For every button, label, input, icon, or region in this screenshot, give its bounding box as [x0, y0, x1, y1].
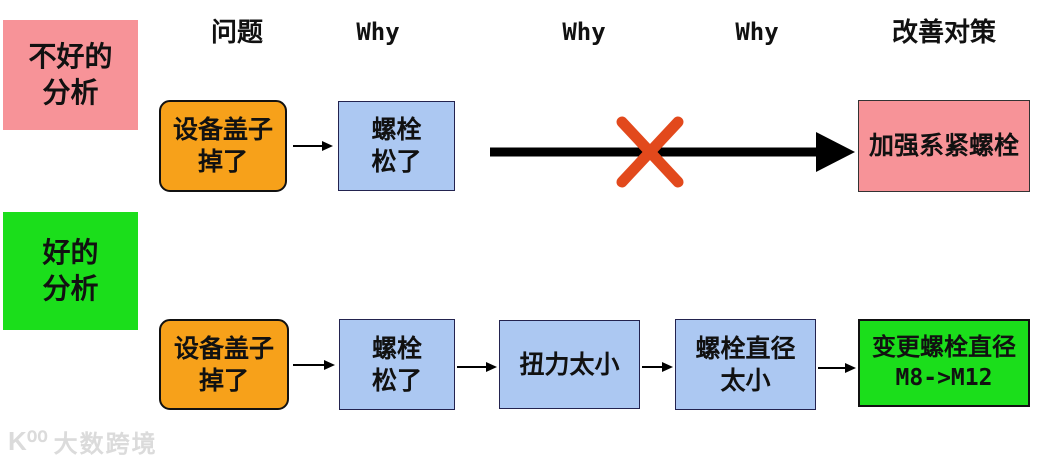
good-analysis-label: 好的 分析 — [3, 212, 138, 330]
good-why1-line1: 螺栓 — [371, 334, 422, 363]
good-problem-line1: 设备盖子 — [173, 334, 274, 363]
bad-why1-line1: 螺栓 — [371, 116, 422, 144]
watermark-logo-icon: K⁰⁰ — [8, 426, 48, 456]
arrow-icon — [818, 362, 856, 374]
good-countermeasure-box: 变更螺栓直径 M8->M12 — [858, 319, 1030, 407]
blocked-arrow-icon — [490, 116, 855, 188]
bad-countermeasure-text: 加强系紧螺栓 — [868, 132, 1019, 160]
good-why3-line1: 螺栓直径 — [695, 334, 796, 363]
good-why1-box: 螺栓 松了 — [339, 319, 455, 410]
good-why3-line2: 太小 — [720, 366, 771, 395]
column-header-why3: Why — [735, 18, 779, 46]
good-why3-box: 螺栓直径 太小 — [675, 319, 816, 410]
arrow-icon — [293, 140, 333, 152]
column-header-countermeasure: 改善对策 — [891, 17, 996, 47]
bad-countermeasure-box: 加强系紧螺栓 — [858, 100, 1030, 192]
arrow-icon — [642, 361, 673, 373]
cross-icon — [616, 116, 684, 188]
thick-arrow-head — [816, 132, 855, 172]
arrow-icon — [457, 361, 497, 373]
bad-analysis-label-line1: 不好的 — [28, 41, 113, 72]
good-countermeasure-line2: M8->M12 — [895, 365, 993, 391]
bad-analysis-label-line2: 分析 — [42, 77, 99, 108]
bad-problem-line2: 掉了 — [197, 148, 248, 176]
good-countermeasure-line1: 变更螺栓直径 — [872, 334, 1016, 361]
bad-why1-box: 螺栓 松了 — [338, 101, 455, 191]
watermark: K⁰⁰ 大数跨境 — [8, 424, 158, 459]
bad-problem-box: 设备盖子 掉了 — [159, 100, 287, 192]
good-problem-box: 设备盖子 掉了 — [159, 319, 289, 410]
column-header-why1: Why — [356, 18, 400, 46]
good-analysis-label-line1: 好的 — [42, 237, 99, 268]
good-why2-text: 扭力太小 — [519, 350, 620, 379]
arrow-icon — [293, 359, 335, 371]
bad-why1-line2: 松了 — [371, 148, 422, 176]
good-why2-box: 扭力太小 — [499, 320, 640, 409]
watermark-text: 大数跨境 — [53, 431, 158, 458]
good-analysis-label-line2: 分析 — [42, 273, 99, 304]
bad-problem-line1: 设备盖子 — [172, 116, 273, 144]
column-header-problem: 问题 — [210, 17, 263, 47]
good-problem-line2: 掉了 — [198, 366, 249, 395]
column-header-why2: Why — [562, 18, 606, 46]
bad-analysis-label: 不好的 分析 — [3, 20, 138, 130]
good-why1-line2: 松了 — [371, 366, 422, 395]
